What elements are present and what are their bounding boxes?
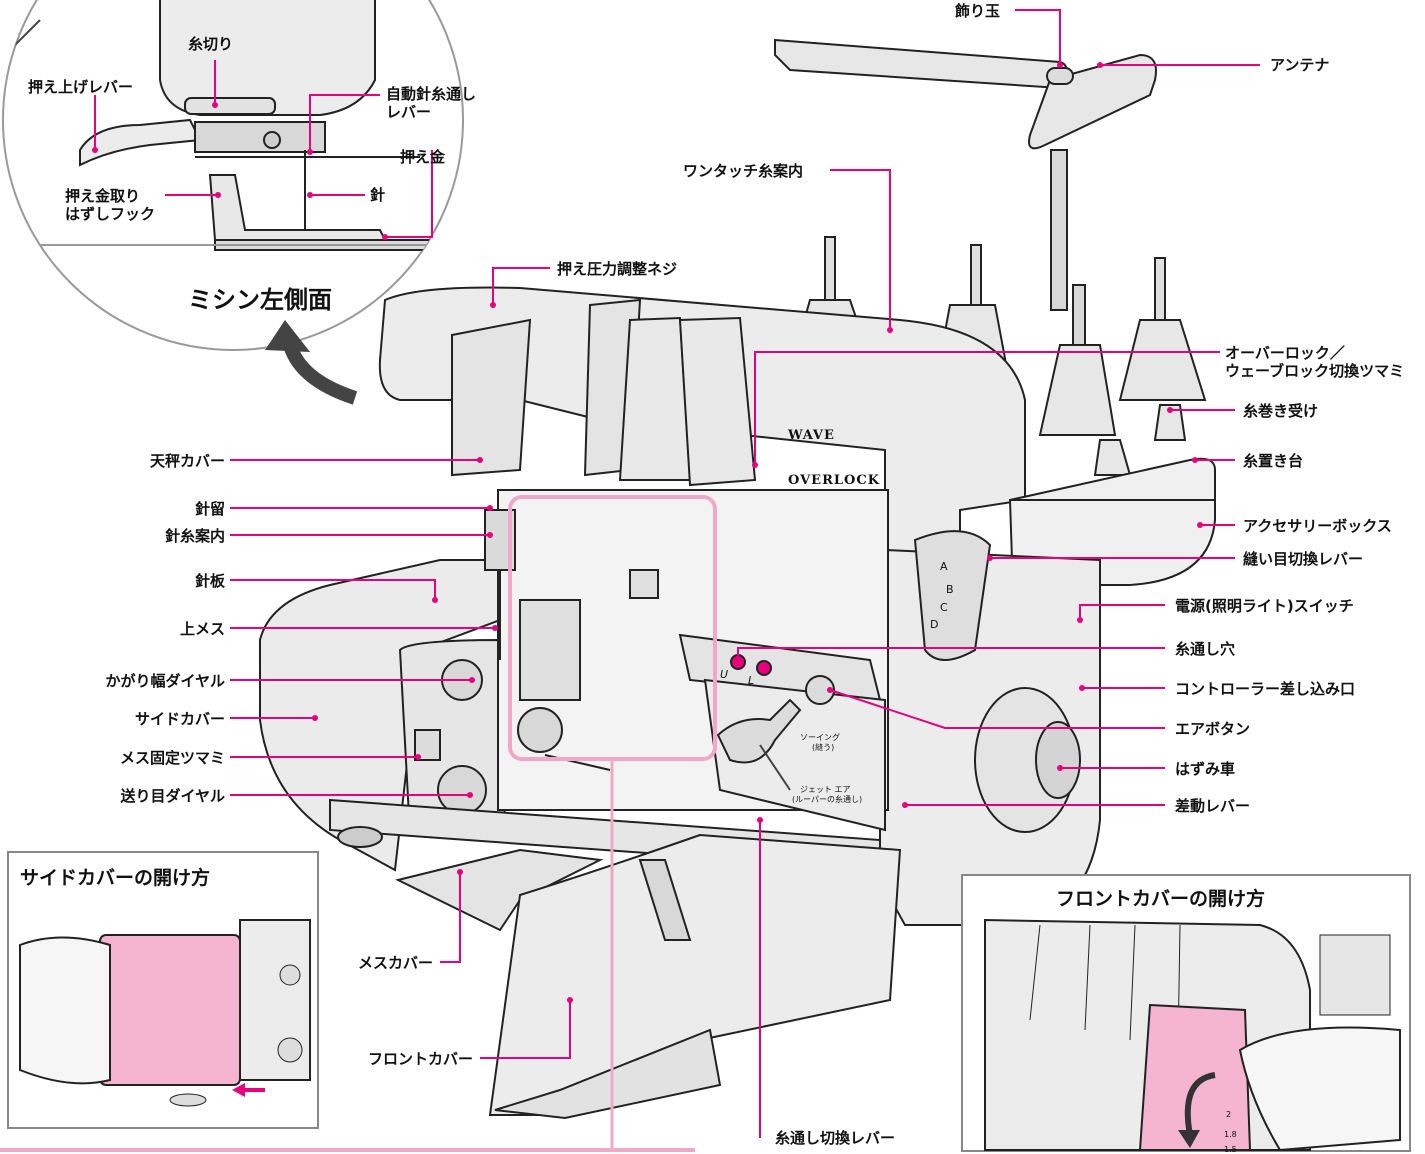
- jet-air-sub-marking: (ルーパーの糸通し): [792, 795, 863, 804]
- overlock-marking: OVERLOCK: [788, 473, 881, 488]
- leader-dots: [92, 62, 1203, 1003]
- needle-thread-guide-label: 針糸案内: [164, 527, 225, 545]
- knife-lock-knob-label: メス固定ツマミ: [119, 749, 225, 767]
- upper-knife-label: 上メス: [179, 620, 225, 638]
- threading-lever-label: 糸通し切換レバー: [775, 1129, 896, 1147]
- foot-release-label-1: 押え金取り: [65, 187, 141, 205]
- dial-b: B: [946, 583, 954, 596]
- sewing-sub-marking: (縫う): [812, 743, 835, 752]
- needle-label: 針: [370, 186, 386, 204]
- u-marking: U: [720, 668, 729, 681]
- presser-lifter-label: 押え上げレバー: [28, 78, 134, 96]
- needle-plate-label: 針板: [194, 572, 225, 590]
- antenna-label: アンテナ: [1270, 56, 1330, 74]
- dial-c: C: [940, 601, 948, 614]
- overlock-switch-label-2: ウェーブロック切換ツマミ: [1225, 362, 1405, 380]
- scale-mark-1: 2: [1226, 1110, 1232, 1119]
- one-touch-guide-label: ワンタッチ糸案内: [683, 162, 804, 180]
- jet-air-marking: ジェット エア: [800, 785, 851, 794]
- power-switch-label: 電源(照明ライト)スイッチ: [1175, 597, 1354, 615]
- leader-lines: [94, 9, 1260, 1138]
- l-marking: L: [748, 674, 755, 687]
- differential-lever-label: 差動レバー: [1175, 797, 1251, 815]
- needle-clamp-label: 針留: [194, 500, 225, 518]
- side-cover-label: サイドカバー: [134, 710, 225, 728]
- air-button-label: エアボタン: [1175, 720, 1251, 738]
- auto-threader-label-2: レバー: [386, 103, 432, 121]
- dial-d: D: [930, 618, 939, 631]
- curved-arrow: [283, 342, 358, 405]
- scale-mark-3: 1.5: [1224, 1145, 1237, 1154]
- handwheel-label: はずみ車: [1175, 760, 1236, 778]
- highlight-frame: [508, 495, 717, 761]
- takeup-cover-label: 天秤カバー: [149, 452, 225, 470]
- decor-ball-label: 飾り玉: [955, 2, 1001, 20]
- controller-jack-label: コントローラー差し込み口: [1175, 680, 1356, 698]
- scale-mark-2: 1.8: [1224, 1130, 1237, 1139]
- foot-release-label-2: はずしフック: [65, 205, 156, 223]
- front-cover-panel: [961, 874, 1411, 1152]
- wave-marking: WAVE: [788, 428, 835, 443]
- thread-hole-label: 糸通し穴: [1175, 640, 1236, 658]
- left-side-inset: [2, 0, 464, 351]
- knife-cover-label: メスカバー: [358, 954, 434, 972]
- feed-dial-label: 送り目ダイヤル: [120, 787, 225, 805]
- presser-foot-label: 押え金: [400, 148, 446, 166]
- thread-cutter-label: 糸切り: [188, 35, 234, 53]
- spool-stand-label: 糸置き台: [1243, 452, 1304, 470]
- inset-title: ミシン左側面: [188, 286, 332, 314]
- front-cover-howto-title: フロントカバーの開け方: [1056, 888, 1266, 910]
- side-cover-howto-title: サイドカバーの開け方: [20, 867, 211, 889]
- side-cover-panel: [7, 851, 319, 1129]
- accessory-box-label: アクセサリーボックス: [1243, 517, 1392, 535]
- width-dial-label: かがり幅ダイヤル: [105, 672, 225, 690]
- sewing-marking: ソーイング: [800, 733, 840, 742]
- pressure-screw-label: 押え圧力調整ネジ: [557, 260, 678, 278]
- auto-threader-label-1: 自動針糸通し: [386, 85, 477, 103]
- stitch-lever-label: 縫い目切換レバー: [1243, 550, 1364, 568]
- front-cover-label: フロントカバー: [368, 1050, 474, 1068]
- overlock-switch-label-1: オーバーロック／: [1225, 344, 1345, 362]
- dial-a: A: [940, 560, 948, 573]
- spool-holder-label: 糸巻き受け: [1243, 402, 1319, 420]
